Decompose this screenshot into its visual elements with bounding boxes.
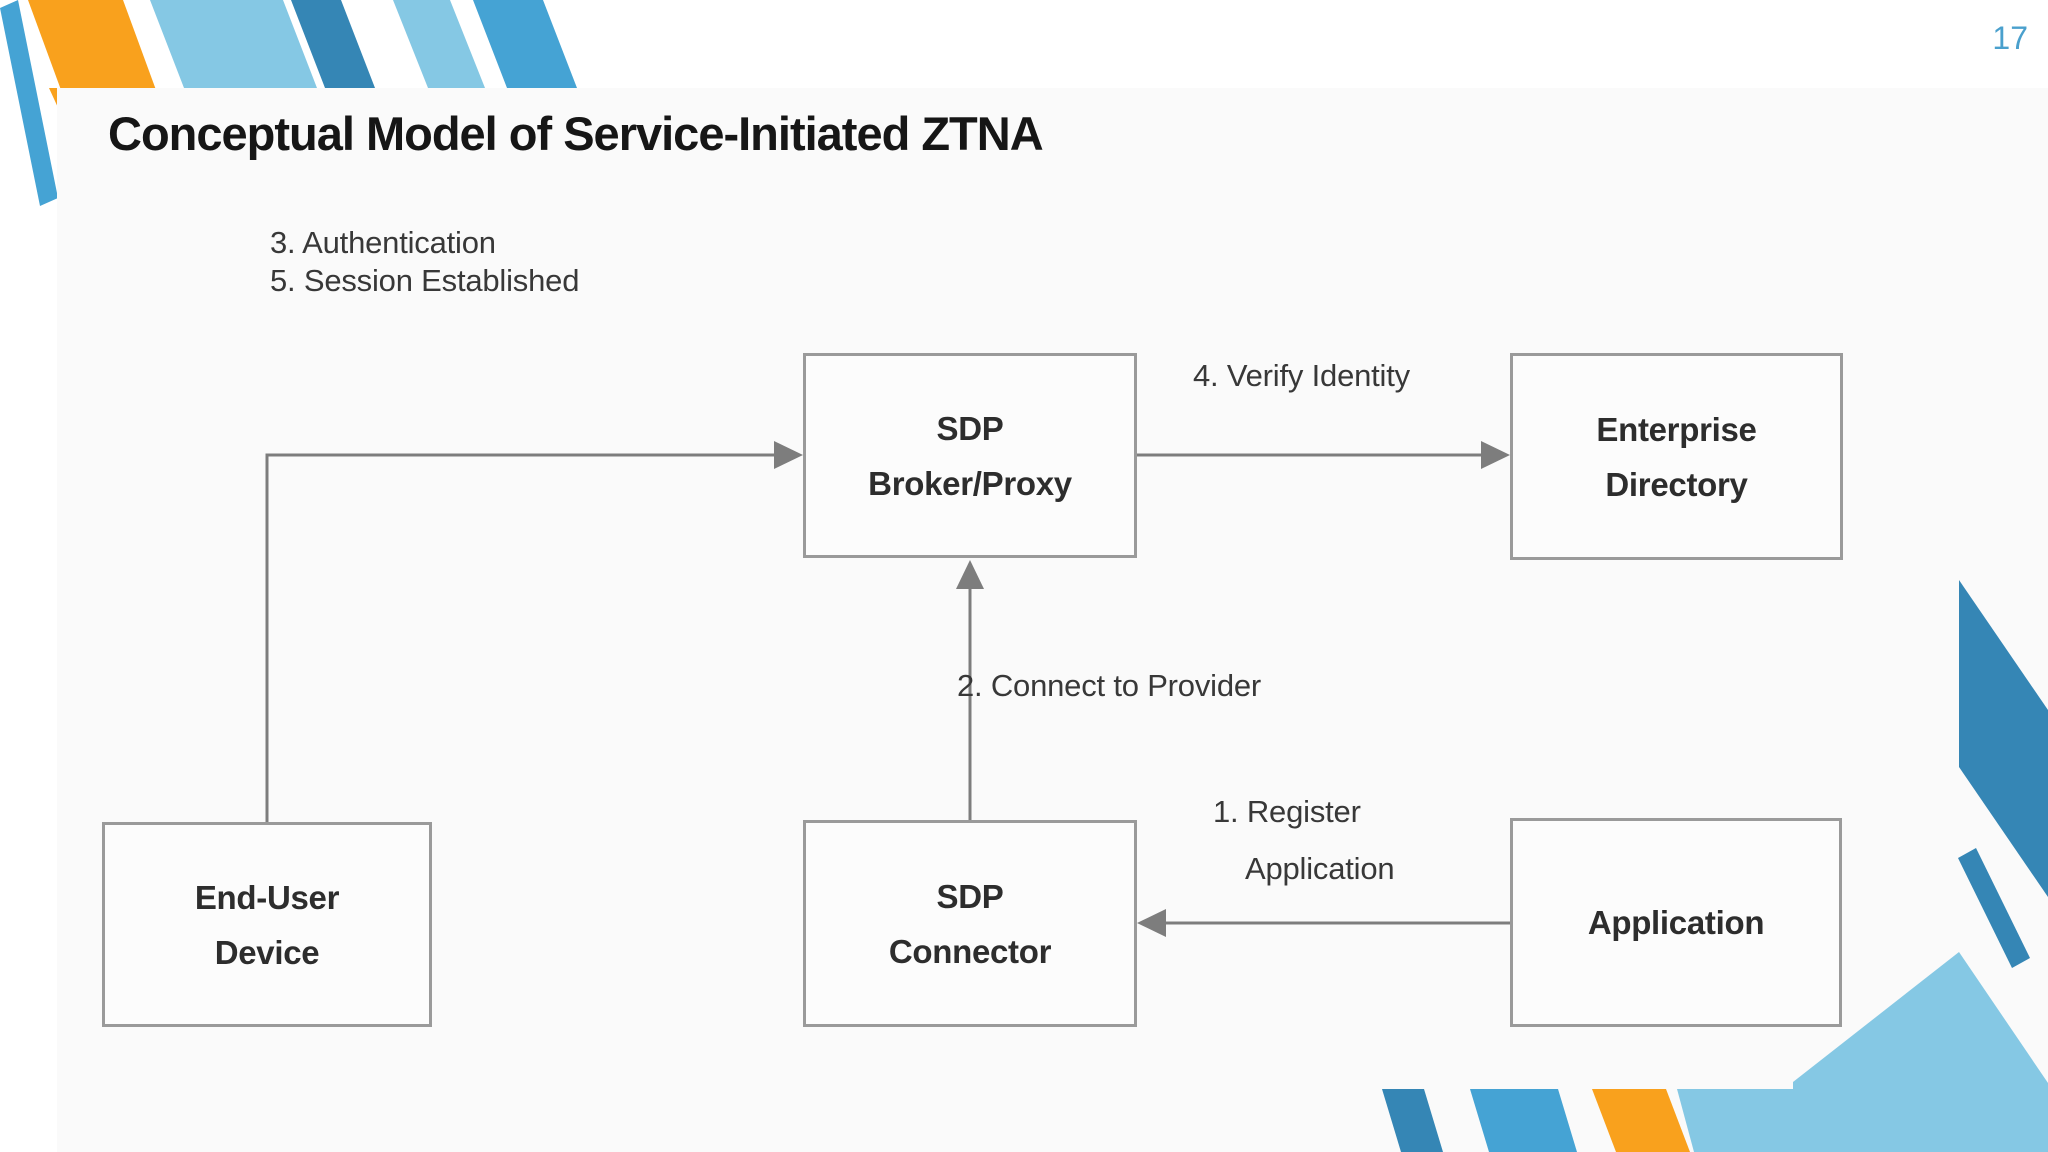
arrow-head-auth-session — [774, 441, 803, 469]
top-left-stripes — [0, 0, 577, 206]
corner-blue-light — [1793, 952, 2048, 1152]
edge-label-line: 5. Session Established — [270, 263, 580, 298]
node-label-line: Device — [214, 933, 320, 971]
arrow-head-connect-provider — [956, 560, 984, 589]
node-sdp-connector: SDP Connector — [803, 820, 1137, 1027]
edge-label-verify-identity: 4. Verify Identity — [1193, 358, 1410, 394]
arrow-line-auth-session — [265, 453, 776, 822]
node-label-line: Enterprise — [1596, 410, 1757, 448]
node-application: Application — [1510, 818, 1842, 1027]
stripe-blue-edge — [0, 0, 58, 206]
node-label-line: SDP — [936, 409, 1004, 447]
arrow-head-register-application — [1137, 909, 1166, 937]
stripe-blue-medium-bottom — [1470, 1089, 1577, 1152]
edge-label-register-application: 1. Register Application — [1213, 783, 1395, 897]
stripe-blue-medium-2 — [473, 0, 577, 88]
band-blue-dark — [1959, 580, 2048, 897]
node-label-line: SDP — [936, 877, 1004, 915]
diagram-arrows — [265, 441, 1510, 937]
edge-label-line: 1. Register — [1213, 794, 1361, 829]
edge-label-auth-session: 3. Authentication 5. Session Established — [270, 224, 579, 300]
bottom-right-stripes — [1382, 580, 2048, 1152]
node-sdp-broker-proxy: SDP Broker/Proxy — [803, 353, 1137, 558]
page-title: Conceptual Model of Service-Initiated ZT… — [108, 107, 1044, 160]
node-label-line: Connector — [888, 932, 1052, 970]
node-end-user-device: End-User Device — [102, 822, 432, 1027]
sliver-blue-dark — [1958, 848, 2030, 968]
node-label-line: Broker/Proxy — [868, 464, 1072, 502]
edge-label-line: 3. Authentication — [270, 225, 496, 260]
arrow-head-verify-identity — [1481, 441, 1510, 469]
stripe-blue-dark-bottom — [1382, 1089, 1443, 1152]
edge-label-line: 2. Connect to Provider — [957, 668, 1262, 703]
stripe-lightblue-wide — [150, 0, 317, 88]
node-label-line: Directory — [1605, 465, 1748, 503]
node-enterprise-directory: Enterprise Directory — [1510, 353, 1843, 560]
stripe-blue-medium-1 — [291, 0, 375, 88]
node-label-line: Application — [1587, 904, 1765, 941]
stripe-orange-top — [28, 0, 156, 90]
page-number: 17 — [1992, 20, 2028, 56]
edge-label-connect-provider: 2. Connect to Provider — [957, 668, 1261, 704]
stripe-lightblue-2 — [393, 0, 485, 88]
edge-label-line: Application — [1245, 851, 1395, 886]
node-label-line: End-User — [194, 878, 340, 916]
edge-label-line: 4. Verify Identity — [1193, 358, 1410, 393]
stripe-orange-bottom — [1592, 1089, 1690, 1152]
